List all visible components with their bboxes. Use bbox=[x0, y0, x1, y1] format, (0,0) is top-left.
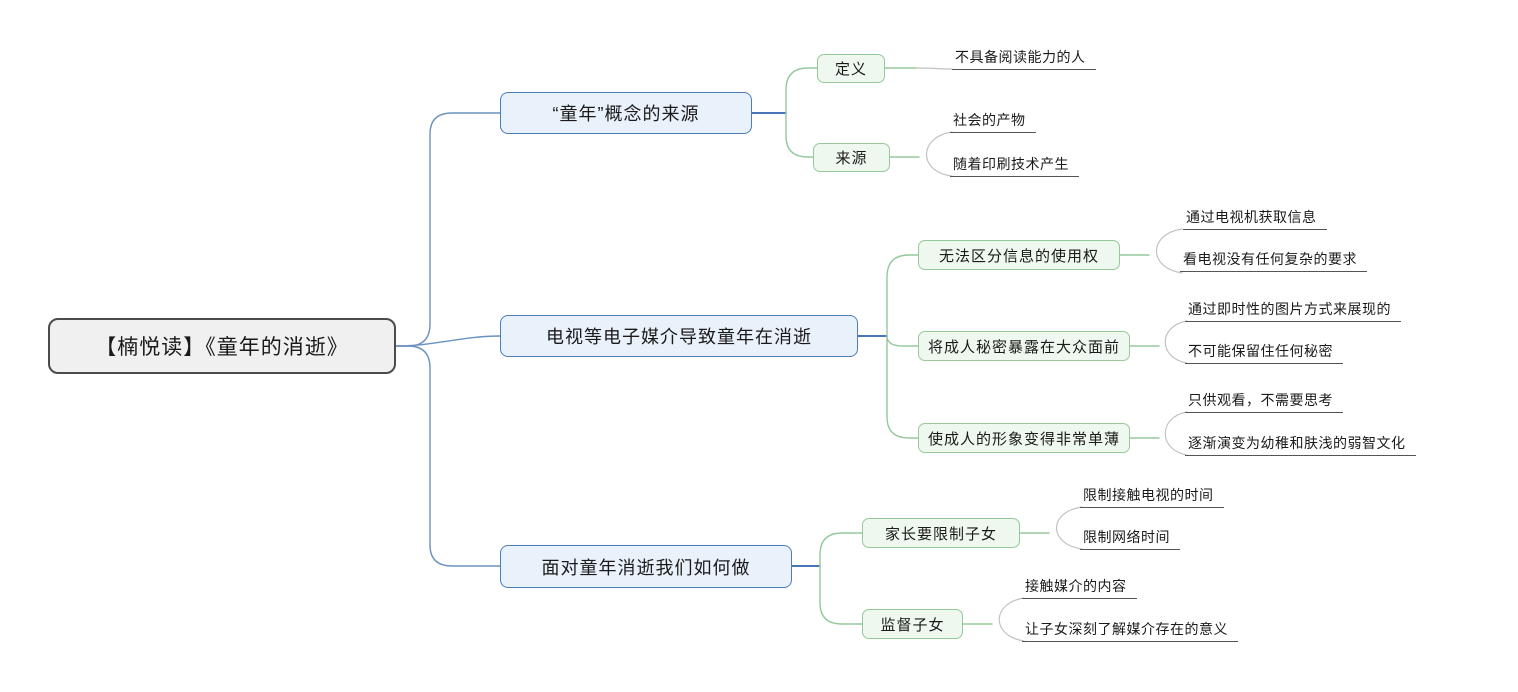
leaf-printing-tech[interactable]: 随着印刷技术产生 bbox=[950, 154, 1079, 177]
branch2-sub-connectors bbox=[886, 254, 919, 439]
tail-definition bbox=[915, 67, 953, 70]
subnode-adult-image[interactable]: 使成人的形象变得非常单薄 bbox=[918, 423, 1130, 453]
leaf-limit-internet-time[interactable]: 限制网络时间 bbox=[1080, 527, 1180, 550]
leaf-no-reading-ability[interactable]: 不具备阅读能力的人 bbox=[952, 47, 1096, 70]
branch-stub-connectors bbox=[751, 112, 888, 567]
leaf-social-product[interactable]: 社会的产物 bbox=[950, 110, 1036, 133]
branch-what-to-do[interactable]: 面对童年消逝我们如何做 bbox=[500, 545, 792, 588]
leaf-connectors bbox=[884, 67, 1188, 642]
branch-tv-media[interactable]: 电视等电子媒介导致童年在消逝 bbox=[500, 315, 858, 357]
connector-b3-limit bbox=[819, 532, 863, 567]
leaf-media-content[interactable]: 接触媒介的内容 bbox=[1022, 576, 1137, 599]
fork-secrets bbox=[1164, 320, 1188, 364]
connector-root-branch3 bbox=[395, 345, 501, 567]
leaf-watch-no-thinking[interactable]: 只供观看，不需要思考 bbox=[1185, 390, 1343, 413]
connector-b1-definition bbox=[785, 67, 818, 114]
connector-b1-origin bbox=[785, 112, 814, 158]
connector-root-branch2 bbox=[395, 335, 501, 347]
branch-concept-origin[interactable]: “童年”概念的来源 bbox=[500, 92, 752, 134]
leaf-understand-media-meaning[interactable]: 让子女深刻了解媒介存在的意义 bbox=[1022, 619, 1238, 642]
connector-root-branch1 bbox=[395, 112, 501, 347]
subnode-adult-secrets[interactable]: 将成人秘密暴露在大众面前 bbox=[918, 331, 1130, 361]
root-node[interactable]: 【楠悦读】《童年的消逝》 bbox=[48, 318, 396, 374]
leaf-instant-pictures[interactable]: 通过即时性的图片方式来展现的 bbox=[1185, 299, 1401, 322]
fork-limit bbox=[1056, 506, 1083, 550]
connector-b2-image bbox=[886, 335, 919, 439]
fork-origin bbox=[926, 131, 953, 177]
branch1-sub-connectors bbox=[785, 67, 818, 158]
fork-info bbox=[1156, 228, 1183, 274]
subnode-definition[interactable]: 定义 bbox=[817, 54, 885, 83]
fork-supervise bbox=[998, 597, 1025, 642]
subnode-parents-limit[interactable]: 家长要限制子女 bbox=[862, 518, 1020, 548]
subnode-supervise-children[interactable]: 监督子女 bbox=[862, 609, 963, 639]
leaf-tv-get-info[interactable]: 通过电视机获取信息 bbox=[1183, 207, 1327, 230]
leaf-tv-no-requirement[interactable]: 看电视没有任何复杂的要求 bbox=[1180, 249, 1367, 272]
branch3-sub-connectors bbox=[819, 532, 863, 625]
leaf-limit-tv-time[interactable]: 限制接触电视的时间 bbox=[1080, 485, 1224, 508]
leaf-childish-culture[interactable]: 逐渐演变为幼稚和肤浅的弱智文化 bbox=[1185, 433, 1416, 456]
subnode-info-access[interactable]: 无法区分信息的使用权 bbox=[918, 240, 1120, 270]
leaf-no-secrets-kept[interactable]: 不可能保留住任何秘密 bbox=[1185, 341, 1343, 364]
connector-b3-supervise bbox=[819, 565, 863, 625]
connector-b2-secrets bbox=[886, 335, 919, 347]
fork-image bbox=[1164, 411, 1188, 456]
connector-b2-info bbox=[886, 254, 919, 337]
root-connectors bbox=[395, 112, 501, 567]
subnode-origin[interactable]: 来源 bbox=[813, 143, 890, 172]
